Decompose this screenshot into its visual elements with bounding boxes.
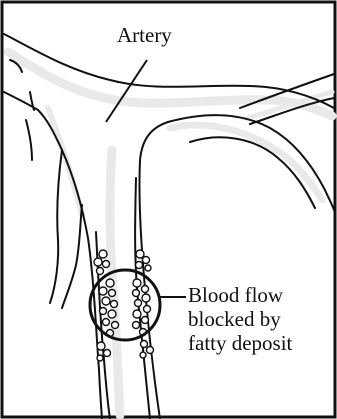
blockage-label: Blood flow blocked by fatty deposit bbox=[188, 283, 292, 355]
blockage-label-line-1: Blood flow bbox=[188, 283, 292, 307]
blockage-label-line-2: blocked by bbox=[188, 307, 292, 331]
artery-label: Artery bbox=[117, 23, 172, 47]
blockage-label-line-3: fatty deposit bbox=[188, 331, 292, 355]
